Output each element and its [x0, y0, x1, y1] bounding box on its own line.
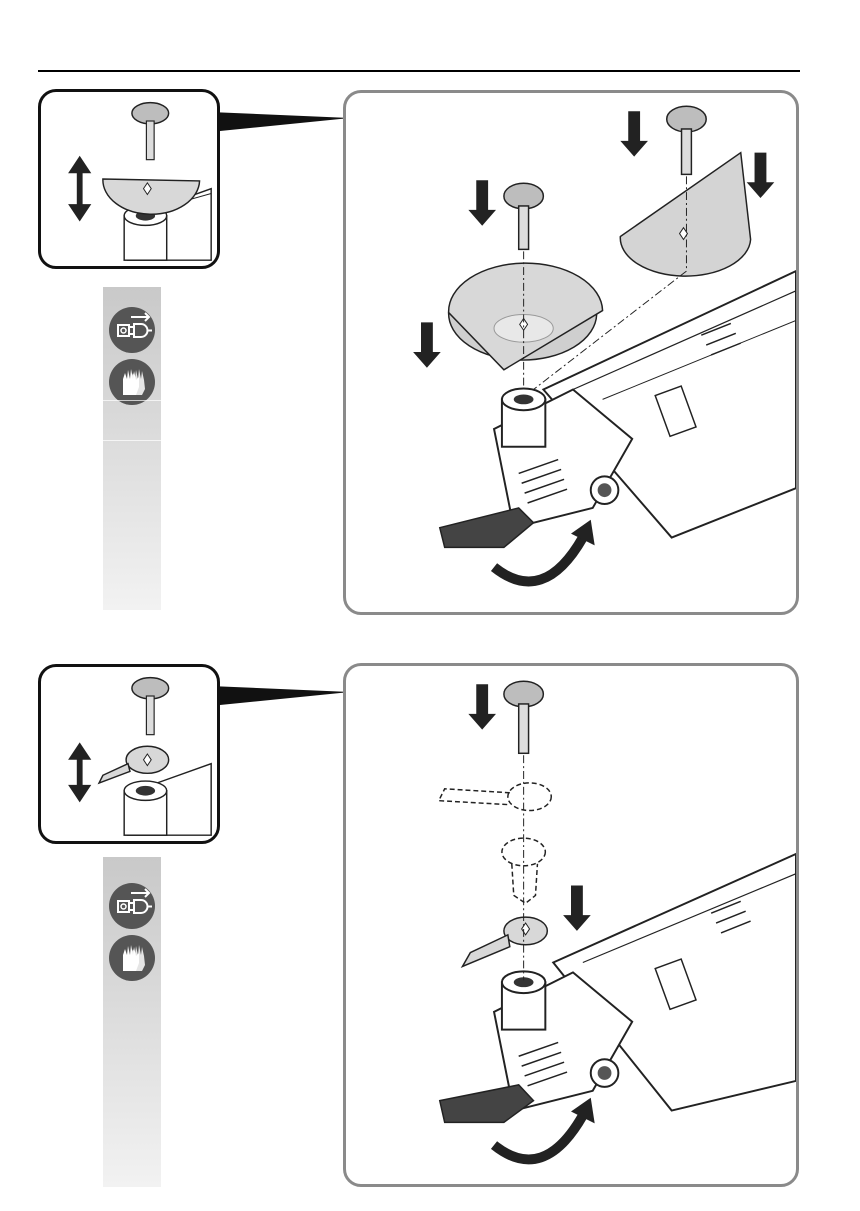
- thumbnail-overview: [38, 664, 220, 844]
- header-rule: [38, 70, 800, 72]
- callout-pointer: [210, 678, 350, 718]
- safety-strip: [103, 857, 161, 1187]
- unplug-sign-icon: [109, 307, 155, 353]
- thumbnail-overview: [38, 89, 220, 269]
- unplug-sign-icon: [109, 883, 155, 929]
- safety-strip: [103, 287, 161, 610]
- strip-separator: [103, 400, 161, 401]
- strip-separator: [103, 440, 161, 441]
- main-illustration-1: [343, 90, 799, 615]
- assembly-diagram: [346, 93, 796, 612]
- gloves-sign-icon: [109, 935, 155, 981]
- main-illustration-2: [343, 663, 799, 1187]
- thumbnail-illustration: [41, 92, 217, 266]
- callout-pointer: [210, 104, 350, 144]
- assembly-diagram: [346, 666, 796, 1184]
- gloves-sign-icon: [109, 359, 155, 405]
- thumbnail-illustration: [41, 667, 217, 841]
